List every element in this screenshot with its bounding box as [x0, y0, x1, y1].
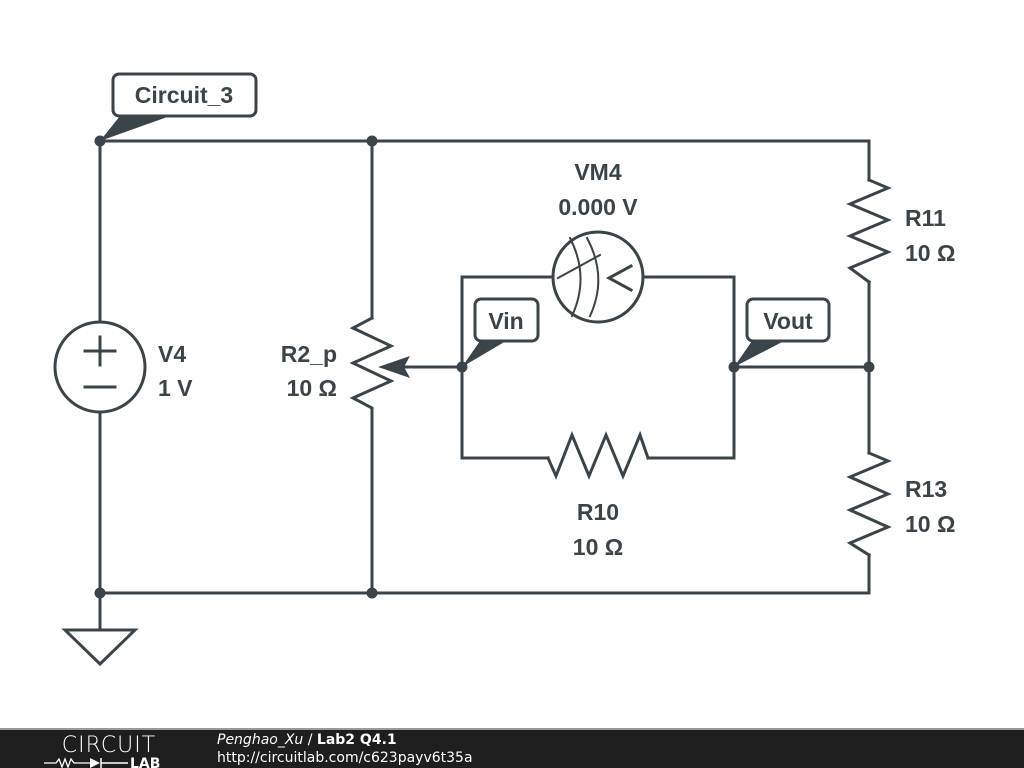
resistor-zigzag-icon — [846, 451, 892, 558]
author-link[interactable]: Penghao_Xu — [217, 732, 304, 748]
r2p-name: R2_p — [281, 341, 337, 367]
voltmeter-v-icon — [605, 263, 634, 293]
wiper-arrow-icon — [378, 356, 410, 378]
schematic-canvas: V4 1 V R2_p 10 Ω VM4 0.000 V R11 10 Ω R1… — [53, 72, 955, 667]
logo-diode-bar-icon — [100, 758, 128, 768]
r10-value: 10 Ω — [573, 534, 623, 560]
junction-dot — [366, 135, 378, 147]
net-label-vout[interactable]: Vout — [734, 297, 831, 367]
v4-name: V4 — [158, 341, 186, 367]
vm4-reading: 0.000 V — [558, 194, 638, 220]
logo-resistor-icon — [44, 757, 90, 768]
r2p-value: 10 Ω — [287, 375, 337, 401]
separator: / — [303, 732, 317, 748]
voltmeter-vm4[interactable]: VM4 0.000 V — [551, 159, 645, 324]
voltmeter-circle — [551, 230, 645, 324]
r11-value: 10 Ω — [905, 240, 955, 266]
resistor-zigzag-icon — [846, 178, 892, 285]
plus-icon — [83, 335, 117, 367]
voltage-source-v4[interactable]: V4 1 V — [53, 320, 193, 414]
wire-bottom — [98, 553, 871, 595]
label-pointer — [100, 116, 170, 141]
potentiometer-r2p[interactable]: R2_p 10 Ω — [281, 315, 410, 418]
logo-diode-icon — [90, 758, 100, 768]
circuit-title: Lab2 Q4.1 — [316, 732, 397, 748]
net-label-text: Circuit_3 — [135, 82, 233, 108]
junction-dot — [94, 587, 106, 599]
vm4-name: VM4 — [574, 159, 622, 185]
ground-icon — [61, 628, 139, 667]
logo-circuit-text: CIRCUIT — [62, 733, 156, 758]
circuitlab-logo[interactable]: CIRCUIT LAB — [42, 732, 176, 768]
r13-value: 10 Ω — [905, 511, 955, 537]
junction-dot — [863, 361, 875, 373]
net-label-circuit[interactable]: Circuit_3 — [100, 72, 258, 141]
meter-arc-icon — [568, 236, 582, 318]
label-box — [111, 72, 258, 118]
resistor-r11[interactable]: R11 10 Ω — [846, 178, 955, 285]
meter-needle-icon — [556, 253, 602, 280]
resistor-r10[interactable]: R10 10 Ω — [546, 430, 650, 560]
footer-bar: CIRCUIT LAB Penghao_Xu / Lab2 Q4.1 http:… — [0, 728, 1024, 768]
r11-name: R11 — [905, 205, 946, 231]
resistor-zigzag-icon — [349, 315, 395, 418]
r13-name: R13 — [905, 476, 947, 502]
wire-vout-branch — [642, 275, 736, 460]
logo-lab-text: LAB — [130, 756, 160, 768]
v4-value: 1 V — [158, 375, 193, 401]
net-label-text: Vin — [488, 308, 523, 334]
meter-arc-icon-2 — [585, 236, 600, 318]
label-pointer — [734, 341, 784, 367]
junction-dot — [366, 587, 378, 599]
ground-symbol — [61, 628, 139, 667]
resistor-r13[interactable]: R13 10 Ω — [846, 451, 955, 558]
wire-top — [98, 139, 871, 182]
net-label-text: Vout — [763, 308, 813, 334]
wires — [98, 139, 871, 632]
label-box — [745, 297, 831, 343]
source-circle — [53, 320, 147, 414]
label-box — [473, 297, 540, 343]
net-label-vin[interactable]: Vin — [462, 297, 540, 367]
circuit-url[interactable]: http://circuitlab.com/c623payv6t35a — [217, 750, 473, 766]
r10-name: R10 — [577, 499, 619, 525]
footer-attribution: Penghao_Xu / Lab2 Q4.1 — [217, 732, 397, 748]
label-pointer — [462, 341, 506, 367]
resistor-zigzag-icon — [546, 430, 650, 480]
